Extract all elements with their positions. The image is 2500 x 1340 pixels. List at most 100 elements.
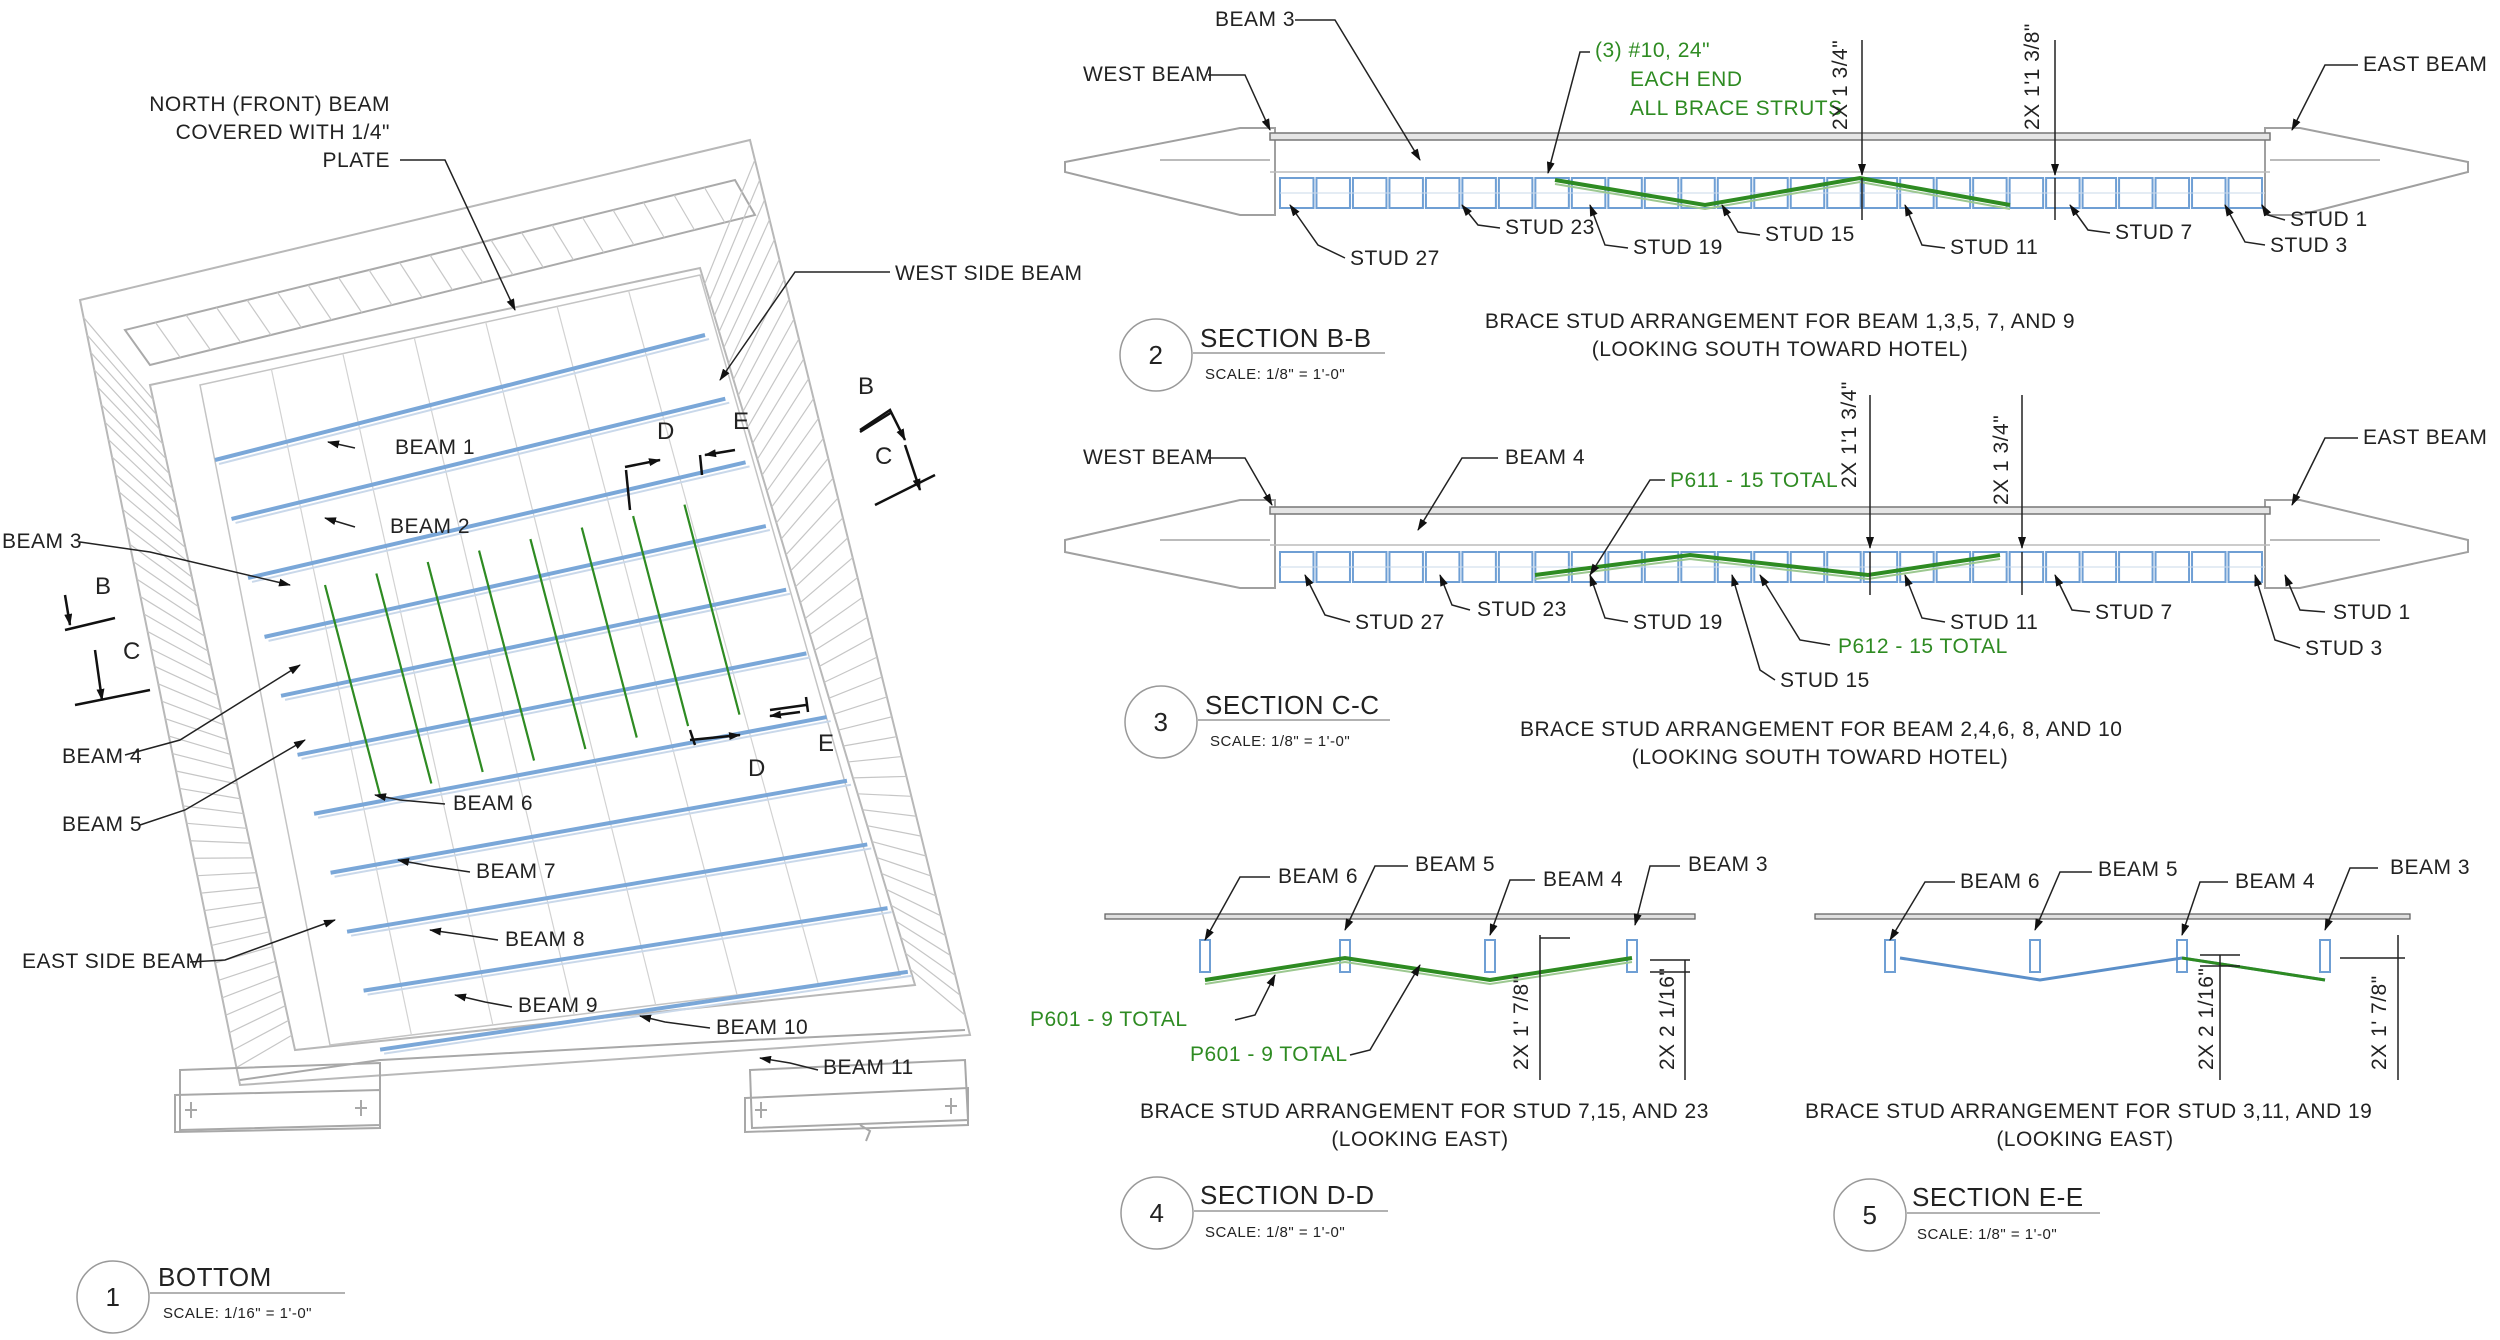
west-ladder-rung xyxy=(180,788,241,798)
view2-east-haunch xyxy=(2265,128,2468,215)
view2-west-haunch xyxy=(1065,128,1275,215)
north-beam-note-line3: PLATE xyxy=(120,149,390,173)
north-grid-line xyxy=(339,278,362,313)
view4-caption-line2: (LOOKING EAST) xyxy=(1140,1128,1700,1152)
view4-beam-4: BEAM 4 xyxy=(1543,868,1623,892)
section-mark-b-right: B xyxy=(858,373,875,401)
east-ladder-rung xyxy=(886,889,940,915)
roof-beam-edge xyxy=(302,657,811,758)
roof-beam-edge xyxy=(285,594,790,700)
east-ladder-rung xyxy=(810,597,863,634)
west-ladder-rung xyxy=(197,873,256,876)
roof-beam xyxy=(248,462,746,578)
west-side-beam-label: WEST SIDE BEAM xyxy=(895,262,1082,286)
north-grid-line xyxy=(308,285,332,320)
view2-dim-2: 2X 1'1 3/8" xyxy=(2021,23,2045,130)
section-mark-c-left: C xyxy=(123,638,141,666)
east-ladder-rung xyxy=(853,776,907,777)
north-grid-line xyxy=(522,233,544,268)
view1-number: 1 xyxy=(93,1282,133,1313)
west-ladder-rung xyxy=(172,754,233,770)
view4-part-b: P601 - 9 TOTAL xyxy=(1190,1043,1348,1067)
view3-stud-3: STUD 3 xyxy=(2305,637,2383,661)
east-ladder-rung xyxy=(867,826,921,836)
view4-dim-2: 2X 2 1/16" xyxy=(1656,968,1680,1070)
view2-stud-7: STUD 7 xyxy=(2115,221,2193,245)
section-mark-d-top: D xyxy=(657,418,675,446)
east-ladder-rung xyxy=(748,339,799,427)
view2-stud-19: STUD 19 xyxy=(1633,236,1723,260)
east-ladder-rung xyxy=(724,239,775,347)
beam-2-label: BEAM 2 xyxy=(390,515,470,539)
east-ladder-rung xyxy=(781,478,833,539)
beam-6-label: BEAM 6 xyxy=(453,792,533,816)
roof-beam-edge xyxy=(236,403,730,523)
north-grid-line xyxy=(278,293,302,328)
section-mark-e-bottom: E xyxy=(818,730,835,758)
view2-dim-1: 2X 1 3/4" xyxy=(1829,40,1853,130)
view2-weld-note-line3: ALL BRACE STRUTS xyxy=(1630,97,1843,121)
view2-stud-15: STUD 15 xyxy=(1765,223,1855,247)
view3-east-haunch xyxy=(2265,500,2468,588)
north-grid-line xyxy=(644,203,665,238)
north-front-beam xyxy=(125,180,755,365)
view5-section-ee xyxy=(1815,868,2410,1251)
east-ladder-rung xyxy=(872,842,926,856)
east-ladder-rung xyxy=(882,873,936,895)
view3-dim-2: 2X 1 3/4" xyxy=(1990,415,2014,505)
view2-stud-27: STUD 27 xyxy=(1350,247,1440,271)
view1-title: BOTTOM xyxy=(158,1262,272,1293)
view5-dim-2: 2X 1' 7/8" xyxy=(2368,975,2392,1070)
view5-beam-6: BEAM 6 xyxy=(1960,870,2040,894)
west-ladder-rung xyxy=(219,961,276,980)
view2-stud-23: STUD 23 xyxy=(1505,216,1595,240)
east-ladder-rung xyxy=(738,299,789,395)
east-ladder-rung xyxy=(719,220,769,332)
view3-east-beam-label: EAST BEAM xyxy=(2363,426,2487,450)
view2-number: 2 xyxy=(1136,340,1176,371)
view2-beam-label: BEAM 3 xyxy=(1215,8,1295,32)
west-ladder-rung xyxy=(236,1035,291,1067)
brace-struts xyxy=(325,505,739,795)
view4-scale: SCALE: 1/8" = 1'-0" xyxy=(1205,1224,1345,1241)
north-beam-note-line2: COVERED WITH 1/4" xyxy=(120,121,390,145)
north-grid-line xyxy=(491,240,513,275)
view3-top-plate xyxy=(1270,507,2270,514)
view3-scale: SCALE: 1/8" = 1'-0" xyxy=(1210,733,1350,750)
view5-beam-5: BEAM 5 xyxy=(2098,858,2178,882)
west-ladder-rung xyxy=(133,562,198,607)
view2-stud-11: STUD 11 xyxy=(1950,236,2038,260)
view2-title: SECTION B-B xyxy=(1200,323,1372,354)
east-ladder-rung xyxy=(791,518,843,571)
north-grid-line xyxy=(186,315,211,350)
view3-stud-19: STUD 19 xyxy=(1633,611,1723,635)
view4-beam-6: BEAM 6 xyxy=(1278,865,1358,889)
view4-title: SECTION D-D xyxy=(1200,1180,1375,1211)
view1-scale: SCALE: 1/16" = 1'-0" xyxy=(163,1305,312,1322)
east-ladder-rung xyxy=(710,180,760,300)
north-grid-line xyxy=(552,225,574,260)
view4-beam-3: BEAM 3 xyxy=(1688,853,1768,877)
roof-beam xyxy=(265,526,766,637)
west-ladder-rung xyxy=(155,666,218,695)
roof-beam xyxy=(380,972,908,1050)
east-ladder-rung xyxy=(848,757,901,762)
east-ladder-rung xyxy=(743,319,794,411)
north-grid-line xyxy=(613,210,634,245)
view3-stud-7: STUD 7 xyxy=(2095,601,2173,625)
east-ladder-rung xyxy=(858,794,912,797)
beam-post xyxy=(1627,940,1637,972)
view4-caption-line1: BRACE STUD ARRANGEMENT FOR STUD 7,15, AN… xyxy=(1140,1100,1700,1124)
west-ladder-rung xyxy=(222,976,279,998)
view3-stud-1: STUD 1 xyxy=(2333,601,2411,625)
west-ladder-rung xyxy=(87,335,156,415)
view3-beam-label: BEAM 4 xyxy=(1505,446,1585,470)
view2-stud-1: STUD 1 xyxy=(2290,208,2368,232)
beam-7-label: BEAM 7 xyxy=(476,860,556,884)
view4-beam-5: BEAM 5 xyxy=(1415,853,1495,877)
east-ladder-rung xyxy=(843,737,896,746)
view3-part-a: P611 - 15 TOTAL xyxy=(1670,469,1838,493)
east-ladder-rung xyxy=(819,637,872,666)
east-ladder-rung xyxy=(815,617,868,650)
